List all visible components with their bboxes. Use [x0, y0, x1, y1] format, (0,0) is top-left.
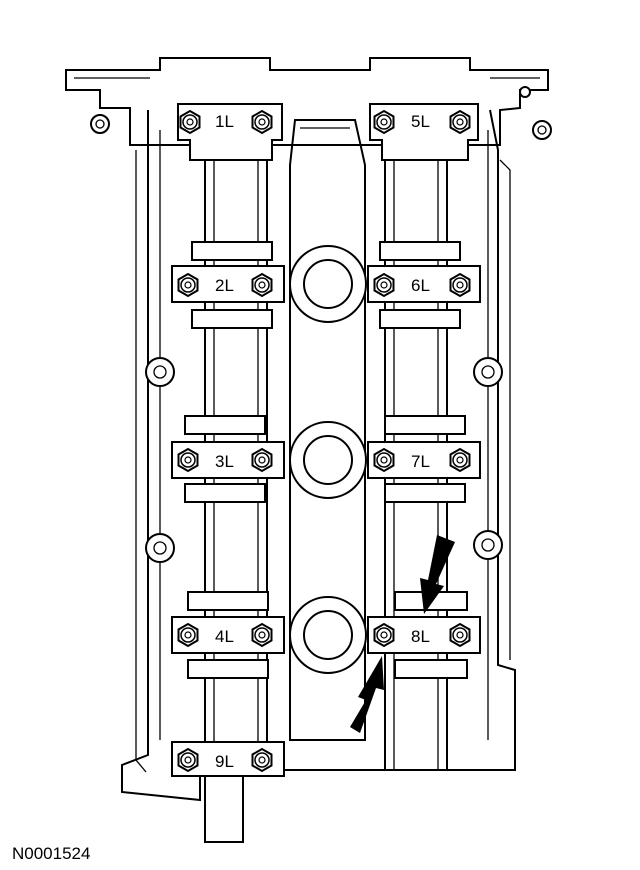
bearing-cap-labels: 1L 5L 2L 6L 3L 7L 4L 8L 9L	[215, 112, 430, 771]
indicator-arrows	[350, 535, 455, 733]
bolt-head	[251, 109, 273, 135]
label-6l: 6L	[411, 276, 430, 295]
bolt-head	[449, 272, 471, 298]
bolt-head	[449, 447, 471, 473]
label-4l: 4L	[215, 627, 234, 646]
center-channel	[289, 119, 366, 741]
bolt-head	[449, 109, 471, 135]
reference-number: N0001524	[12, 844, 91, 863]
bolt-head	[251, 747, 273, 773]
head-housing	[121, 109, 516, 802]
label-9l: 9L	[215, 752, 234, 771]
label-2l: 2L	[215, 276, 234, 295]
label-8l: 8L	[411, 627, 430, 646]
bolt-head	[373, 109, 395, 135]
bearing-caps	[171, 103, 481, 843]
bolt-head	[373, 622, 395, 648]
arrow-down-icon	[420, 535, 455, 614]
cam-lobes	[184, 241, 468, 679]
label-7l: 7L	[411, 452, 430, 471]
label-3l: 3L	[215, 452, 234, 471]
bolt-head	[177, 747, 199, 773]
bolt-head	[449, 622, 471, 648]
bolt-head	[179, 109, 201, 135]
label-5l: 5L	[411, 112, 430, 131]
arrow-up-icon	[350, 656, 384, 733]
bolt-head	[373, 272, 395, 298]
bolt-head	[373, 447, 395, 473]
bolt-head	[251, 272, 273, 298]
bolt-head	[177, 622, 199, 648]
bolt-head	[177, 272, 199, 298]
bolt-head	[177, 447, 199, 473]
bolt-head	[251, 447, 273, 473]
top-flange	[65, 57, 552, 146]
bolt-head	[251, 622, 273, 648]
bolts	[177, 109, 471, 773]
label-1l: 1L	[215, 112, 234, 131]
